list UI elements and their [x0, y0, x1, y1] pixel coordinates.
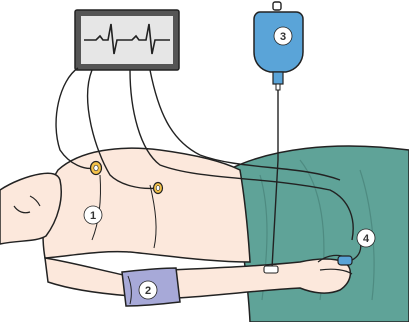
callout-1-label: 1	[90, 210, 96, 222]
callout-2-label: 2	[145, 285, 151, 297]
callout-1: 1	[84, 206, 102, 224]
callout-3: 3	[274, 27, 292, 45]
callout-2: 2	[139, 281, 157, 299]
ecg-electrode-icon	[91, 162, 102, 175]
iv-catheter	[264, 266, 278, 273]
ecg-monitor-icon	[75, 10, 179, 70]
callout-3-label: 3	[280, 31, 286, 43]
callout-4-label: 4	[363, 233, 370, 245]
iv-bag-icon	[254, 2, 303, 90]
callout-4: 4	[357, 229, 375, 247]
blanket	[232, 146, 409, 322]
ecg-electrode-icon	[154, 183, 163, 194]
